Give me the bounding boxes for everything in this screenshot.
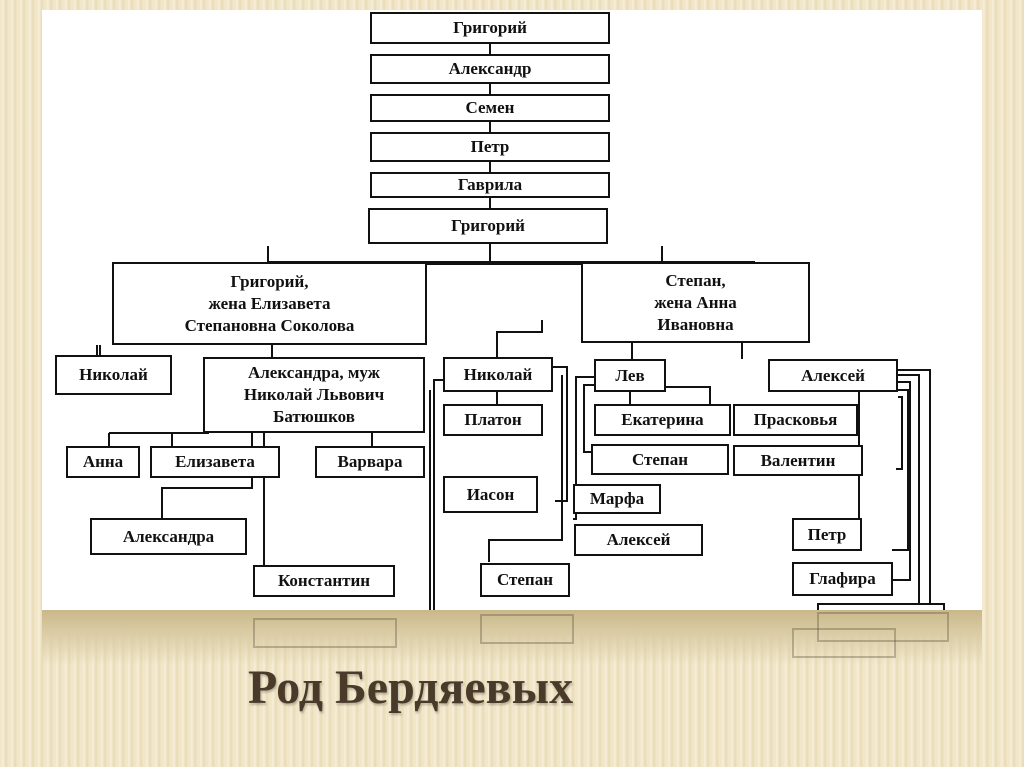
person-box: Алексей: [574, 524, 703, 556]
person-box: Прасковья: [733, 404, 858, 436]
genealogy-diagram: Григорий Александр Семен Петр Гаврила Гр…: [42, 10, 982, 610]
person-box: Екатерина: [594, 404, 731, 436]
person-box: Григорий: [368, 208, 608, 244]
person-box: Варвара: [315, 446, 425, 478]
person-box: Николай: [443, 357, 553, 392]
person-box: Валентин: [733, 445, 863, 476]
person-box: Николай: [55, 355, 172, 395]
person-box: Александра: [90, 518, 247, 555]
diagram-reflection: [42, 610, 982, 665]
person-box: Семен: [370, 94, 610, 122]
person-box: Алексей: [768, 359, 898, 392]
person-box-partial: [817, 603, 945, 610]
slide-title: Род Бердяевых: [248, 661, 574, 714]
person-box: Петр: [792, 518, 862, 551]
person-box: Глафира: [792, 562, 893, 596]
person-box: Константин: [253, 565, 395, 597]
person-box: Иасон: [443, 476, 538, 513]
person-box: Григорий, жена Елизавета Степановна Соко…: [112, 262, 427, 345]
person-box: Лев: [594, 359, 666, 392]
person-box: Александр: [370, 54, 610, 84]
person-box: Платон: [443, 404, 543, 436]
person-box: Степан: [480, 563, 570, 597]
person-box: Анна: [66, 446, 140, 478]
person-box: Григорий: [370, 12, 610, 44]
person-box: Степан: [591, 444, 729, 475]
person-box: Елизавета: [150, 446, 280, 478]
person-box: Петр: [370, 132, 610, 162]
person-box: Александра, муж Николай Львович Батюшков: [203, 357, 425, 433]
person-box: Гаврила: [370, 172, 610, 198]
person-box: Марфа: [573, 484, 661, 514]
person-box: Степан, жена Анна Ивановна: [581, 262, 810, 343]
